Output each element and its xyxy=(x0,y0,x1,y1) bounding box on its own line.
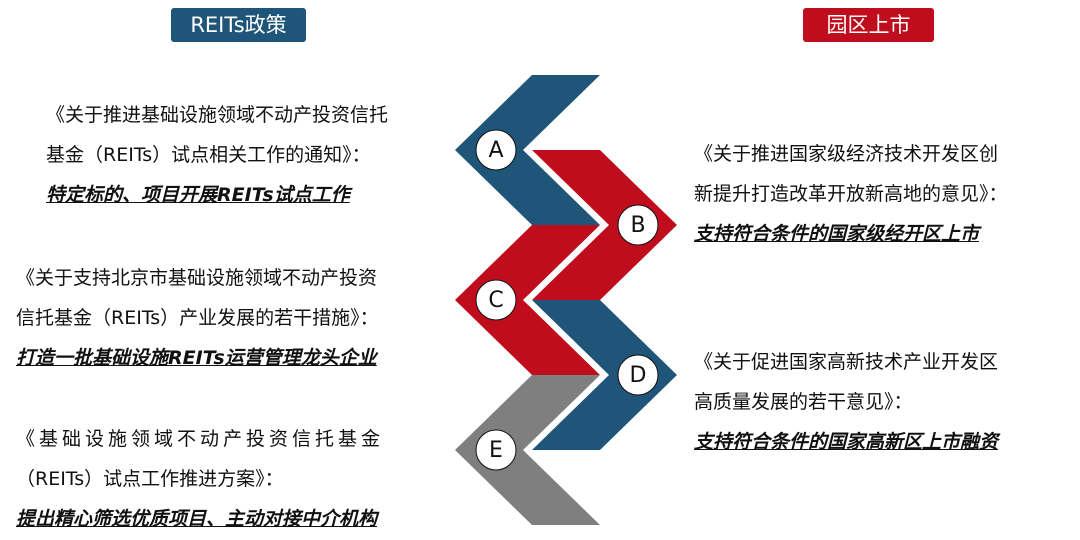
label-e: E xyxy=(489,438,503,463)
policy-a-highlight: 特定标的、项目开展REITs试点工作 xyxy=(46,184,350,206)
policy-c-title-line-2: 信托基金（REITs）产业发展的若干措施》： xyxy=(16,307,379,329)
reits-policy-header: REITs政策 xyxy=(171,8,306,42)
park-listing-header: 园区上市 xyxy=(803,8,934,42)
label-a: A xyxy=(488,138,503,163)
listing-b-title-line-1: 《关于推进国家级经济技术开发区创 xyxy=(694,143,999,165)
circle-c xyxy=(475,279,517,321)
policy-c-highlight: 打造一批基础设施REITs运营管理龙头企业 xyxy=(16,347,377,369)
label-d: D xyxy=(630,363,647,388)
listing-d-highlight: 支持符合条件的国家高新区上市融资 xyxy=(694,431,999,453)
policy-a-title-line-2: 基金（REITs）试点相关工作的通知》： xyxy=(46,144,371,166)
circle-e xyxy=(475,429,517,471)
circle-b xyxy=(617,204,659,246)
listing-d-title-line-1: 《关于促进国家高新技术产业开发区 xyxy=(694,351,999,373)
policy-a-title-line-1: 《关于推进基础设施领域不动产投资信托 xyxy=(46,104,389,126)
policy-e-title-line-2: （REITs）试点工作推进方案》： xyxy=(16,468,284,490)
listing-d-title-line-2: 高质量发展的若干意见》： xyxy=(694,391,913,413)
listing-block-d: 《关于促进国家高新技术产业开发区 高质量发展的若干意见》： 支持符合条件的国家高… xyxy=(694,342,998,462)
policy-c-title-line-1: 《关于支持北京市基础设施领域不动产投资 xyxy=(16,267,378,289)
listing-b-highlight: 支持符合条件的国家级经开区上市 xyxy=(694,223,980,245)
policy-block-e: 《基础设施领域不动产投资信托基金 （REITs）试点工作推进方案》： 提出精心筛… xyxy=(16,419,384,539)
policy-e-title-line-1: 《基础设施领域不动产投资信托基金 xyxy=(16,428,385,450)
policy-block-a: 《关于推进基础设施领域不动产投资信托 基金（REITs）试点相关工作的通知》： … xyxy=(46,95,388,215)
policy-e-highlight: 提出精心筛选优质项目、主动对接中介机构 xyxy=(16,508,378,530)
label-c: C xyxy=(488,288,503,313)
policy-block-c: 《关于支持北京市基础设施领域不动产投资 信托基金（REITs）产业发展的若干措施… xyxy=(16,258,379,378)
listing-block-b: 《关于推进国家级经济技术开发区创 新提升打造改革开放新高地的意见》： 支持符合条… xyxy=(694,134,1008,254)
label-b: B xyxy=(630,213,645,238)
listing-b-title-line-2: 新提升打造改革开放新高地的意见》： xyxy=(694,183,1008,205)
circle-d xyxy=(617,354,659,396)
circle-a xyxy=(475,129,517,171)
